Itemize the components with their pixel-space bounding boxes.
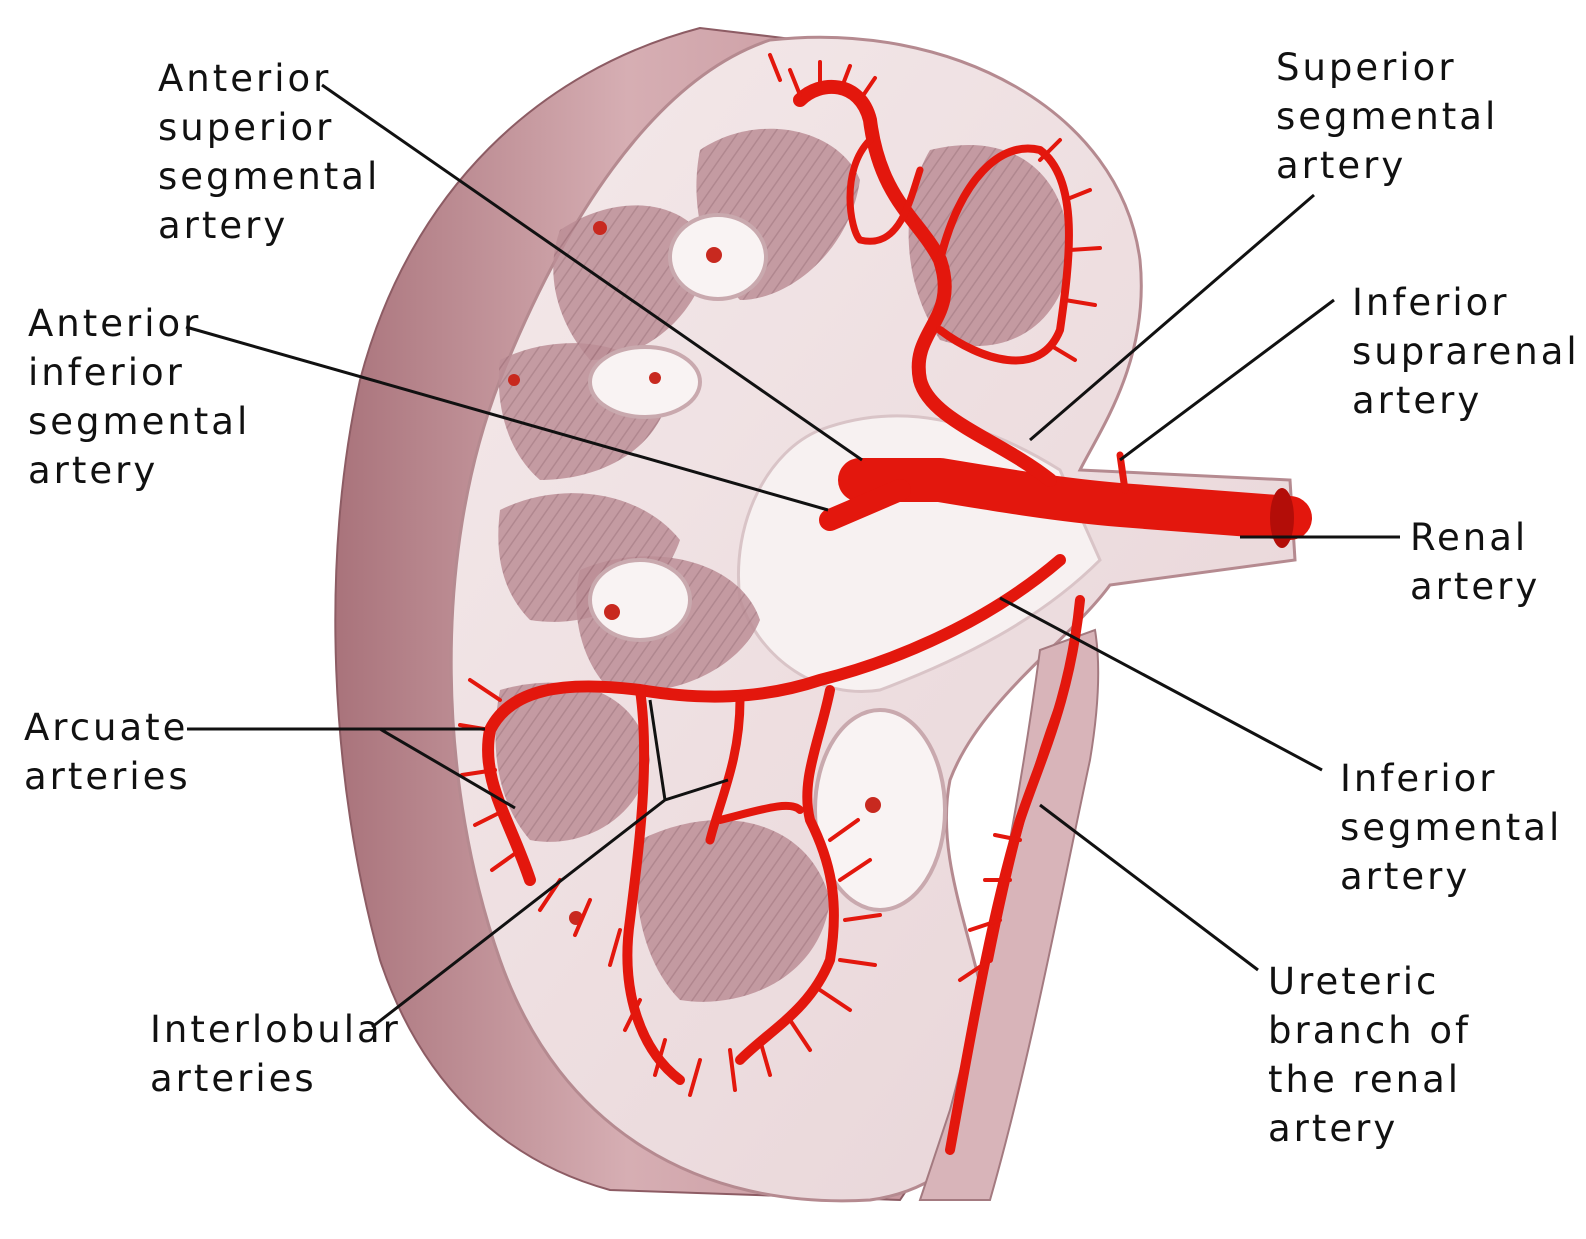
label-line: artery [1340,852,1562,901]
label-interlobular-arteries: Interlobular arteries [150,1005,401,1103]
label-anterior-inferior-segmental-artery: Anterior inferior segmental artery [28,299,250,495]
label-line: Ureteric [1268,957,1471,1006]
label-superior-segmental-artery: Superior segmental artery [1276,43,1498,190]
label-line: artery [28,446,250,495]
label-line: branch of [1268,1006,1471,1055]
label-line: Anterior [158,54,380,103]
label-inferior-suprarenal-artery: Inferior suprarenal artery [1352,278,1580,425]
leader-ureteric [1040,805,1258,970]
label-line: artery [1410,562,1540,611]
label-line: segmental [158,152,380,201]
label-line: artery [1276,141,1498,190]
label-line: artery [1352,376,1580,425]
label-renal-artery: Renal artery [1410,513,1540,611]
label-line: arteries [24,752,191,801]
label-line: inferior [28,348,250,397]
label-line: segmental [1340,803,1562,852]
label-line: Anterior [28,299,250,348]
label-line: Arcuate [24,703,191,752]
label-line: suprarenal [1352,327,1580,376]
label-line: Renal [1410,513,1540,562]
label-line: the renal [1268,1055,1471,1104]
label-inferior-segmental-artery: Inferior segmental artery [1340,754,1562,901]
label-line: superior [158,103,380,152]
label-line: Inferior [1340,754,1562,803]
label-ureteric-branch: Ureteric branch of the renal artery [1268,957,1471,1153]
label-line: arteries [150,1054,401,1103]
label-line: Inferior [1352,278,1580,327]
label-line: Superior [1276,43,1498,92]
label-line: segmental [28,397,250,446]
label-line: Interlobular [150,1005,401,1054]
leader-inferior-suprarenal [1120,300,1334,460]
label-line: artery [158,201,380,250]
label-line: segmental [1276,92,1498,141]
label-anterior-superior-segmental-artery: Anterior superior segmental artery [158,54,380,250]
label-arcuate-arteries: Arcuate arteries [24,703,191,801]
label-line: artery [1268,1104,1471,1153]
